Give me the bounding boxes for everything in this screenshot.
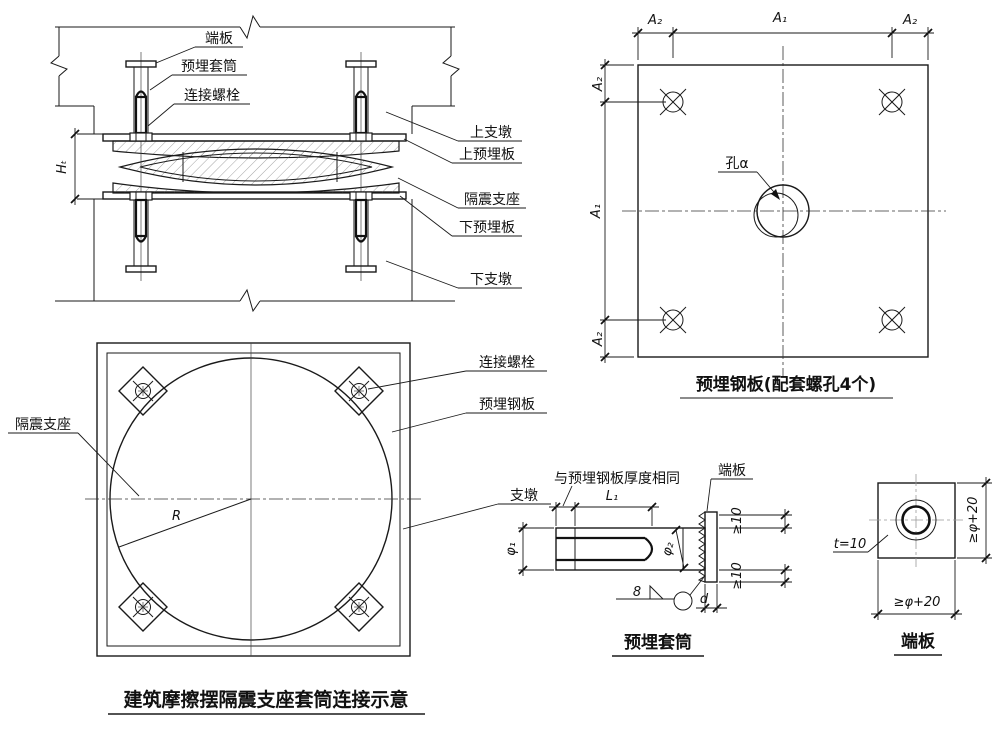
bolt-label: 连接螺栓 — [479, 354, 535, 371]
bolt-label: 连接螺栓 — [184, 87, 240, 104]
bearing-plan-view: R 隔震支座 连接螺栓 预埋钢板 支墩 建筑摩擦摆隔震支座套筒连接示意 — [8, 342, 551, 715]
endplate-thickness-dimension: d — [696, 584, 727, 613]
weld-symbol: 8 — [616, 576, 705, 611]
section-callouts-left: 端板 预埋套筒 连接螺栓 — [147, 31, 250, 127]
connection-tabs — [118, 366, 384, 632]
endplate-height-dimension: ≥φ+20 — [957, 477, 992, 564]
end-plate-label: 端板 — [205, 31, 233, 47]
main-caption: 建筑摩擦摆隔震支座套筒连接示意 — [123, 688, 408, 711]
center-hole — [756, 184, 810, 238]
sleeve-caption: 预埋套筒 — [624, 632, 692, 653]
hole-alpha-label: 孔α — [725, 156, 748, 172]
plate-left-dimensions: A₂ A₁ A₂ — [589, 59, 666, 363]
plate-plan-view: 孔α A₂ A₁ A₂ A₂ A₁ — [589, 11, 946, 399]
dim-a2-left-bottom: A₂ — [591, 332, 606, 347]
lower-right-anchor-bolt — [345, 191, 377, 273]
bearing-label: 隔震支座 — [15, 417, 71, 433]
dim-a2-top-left: A₂ — [647, 13, 662, 28]
lower-pier-label: 下支墩 — [470, 272, 512, 288]
sleeve-end-plate — [704, 511, 718, 583]
embedded-plate-outline — [106, 352, 401, 647]
dim-height: ≥φ+20 — [966, 497, 981, 544]
bearing-plan-callouts: 隔震支座 连接螺栓 预埋钢板 支墩 — [8, 354, 551, 530]
bolt-hole-symbols — [659, 88, 906, 334]
pier-label: 支墩 — [510, 488, 538, 504]
plate-top-dimensions: A₂ A₁ A₂ — [632, 11, 934, 60]
end-plate-hole-outer — [895, 499, 937, 541]
bore-diameter-dimension: φ₂ — [659, 525, 689, 573]
dim-a2-top-right: A₂ — [902, 13, 917, 28]
weld-bead — [697, 511, 706, 583]
bearing-height-dimension: Hₜ — [55, 128, 112, 205]
endplate-detail-view: t=10 ≥φ+20 ≥φ+20 端板 — [833, 474, 992, 656]
dim-L1: L₁ — [606, 489, 618, 504]
radius-label: R — [172, 509, 181, 524]
sleeve-diameter-dimension: φ₁ — [504, 522, 554, 576]
height-dim-label: Hₜ — [55, 160, 70, 174]
lower-embedded-plate — [102, 191, 407, 200]
endplate-caption: 端板 — [901, 631, 936, 652]
plate-label: 预埋钢板 — [479, 397, 535, 413]
endplate-edge-dimensions: ≥10 ≥10 — [719, 507, 792, 590]
dim-edge-top: ≥10 — [730, 507, 745, 534]
sleeve-detail-view: φ₁ L₁ 与预埋钢板厚度相同 φ₂ — [504, 463, 792, 657]
sleeve-label: 预埋套筒 — [181, 58, 237, 75]
upper-left-anchor-bolt — [125, 52, 157, 281]
plate-plan-caption: 预埋钢板(配套螺孔4个) — [696, 374, 876, 395]
dim-t10: t=10 — [834, 537, 867, 552]
weld-size-label: 8 — [633, 585, 641, 600]
upper-plate-label: 上预埋板 — [459, 147, 515, 163]
endplate-width-dimension: ≥φ+20 — [871, 560, 962, 620]
sleeve-endplate-label: 端板 — [718, 463, 746, 479]
end-plate-outline — [877, 482, 956, 559]
section-view: Hₜ 端板 预埋套筒 连接螺栓 上支墩 上预埋板 — [50, 14, 526, 313]
section-callouts-right: 上支墩 上预埋板 隔震支座 下预埋板 下支墩 — [385, 111, 526, 289]
dim-edge-bottom: ≥10 — [730, 562, 745, 589]
pier-outline — [96, 342, 411, 657]
lower-plate-label: 下预埋板 — [459, 220, 515, 236]
dim-phi1: φ₁ — [504, 542, 519, 556]
lower-left-anchor-bolt — [125, 191, 157, 273]
bearing-label: 隔震支座 — [464, 192, 520, 208]
upper-right-anchor-bolt — [345, 52, 377, 281]
thickness-note: 与预埋钢板厚度相同 — [554, 471, 680, 487]
dim-a1-left: A₁ — [589, 204, 604, 219]
dim-width: ≥φ+20 — [894, 595, 941, 610]
dim-phi2: φ₂ — [659, 541, 677, 558]
dim-d: d — [700, 592, 709, 607]
sleeve-top-dimensions: L₁ 与预埋钢板厚度相同 — [549, 471, 680, 526]
dim-a2-left-top: A₂ — [591, 77, 606, 92]
upper-pier-label: 上支墩 — [470, 125, 512, 141]
dim-a1-top: A₁ — [772, 11, 787, 26]
end-plate-hole-inner — [901, 505, 931, 535]
